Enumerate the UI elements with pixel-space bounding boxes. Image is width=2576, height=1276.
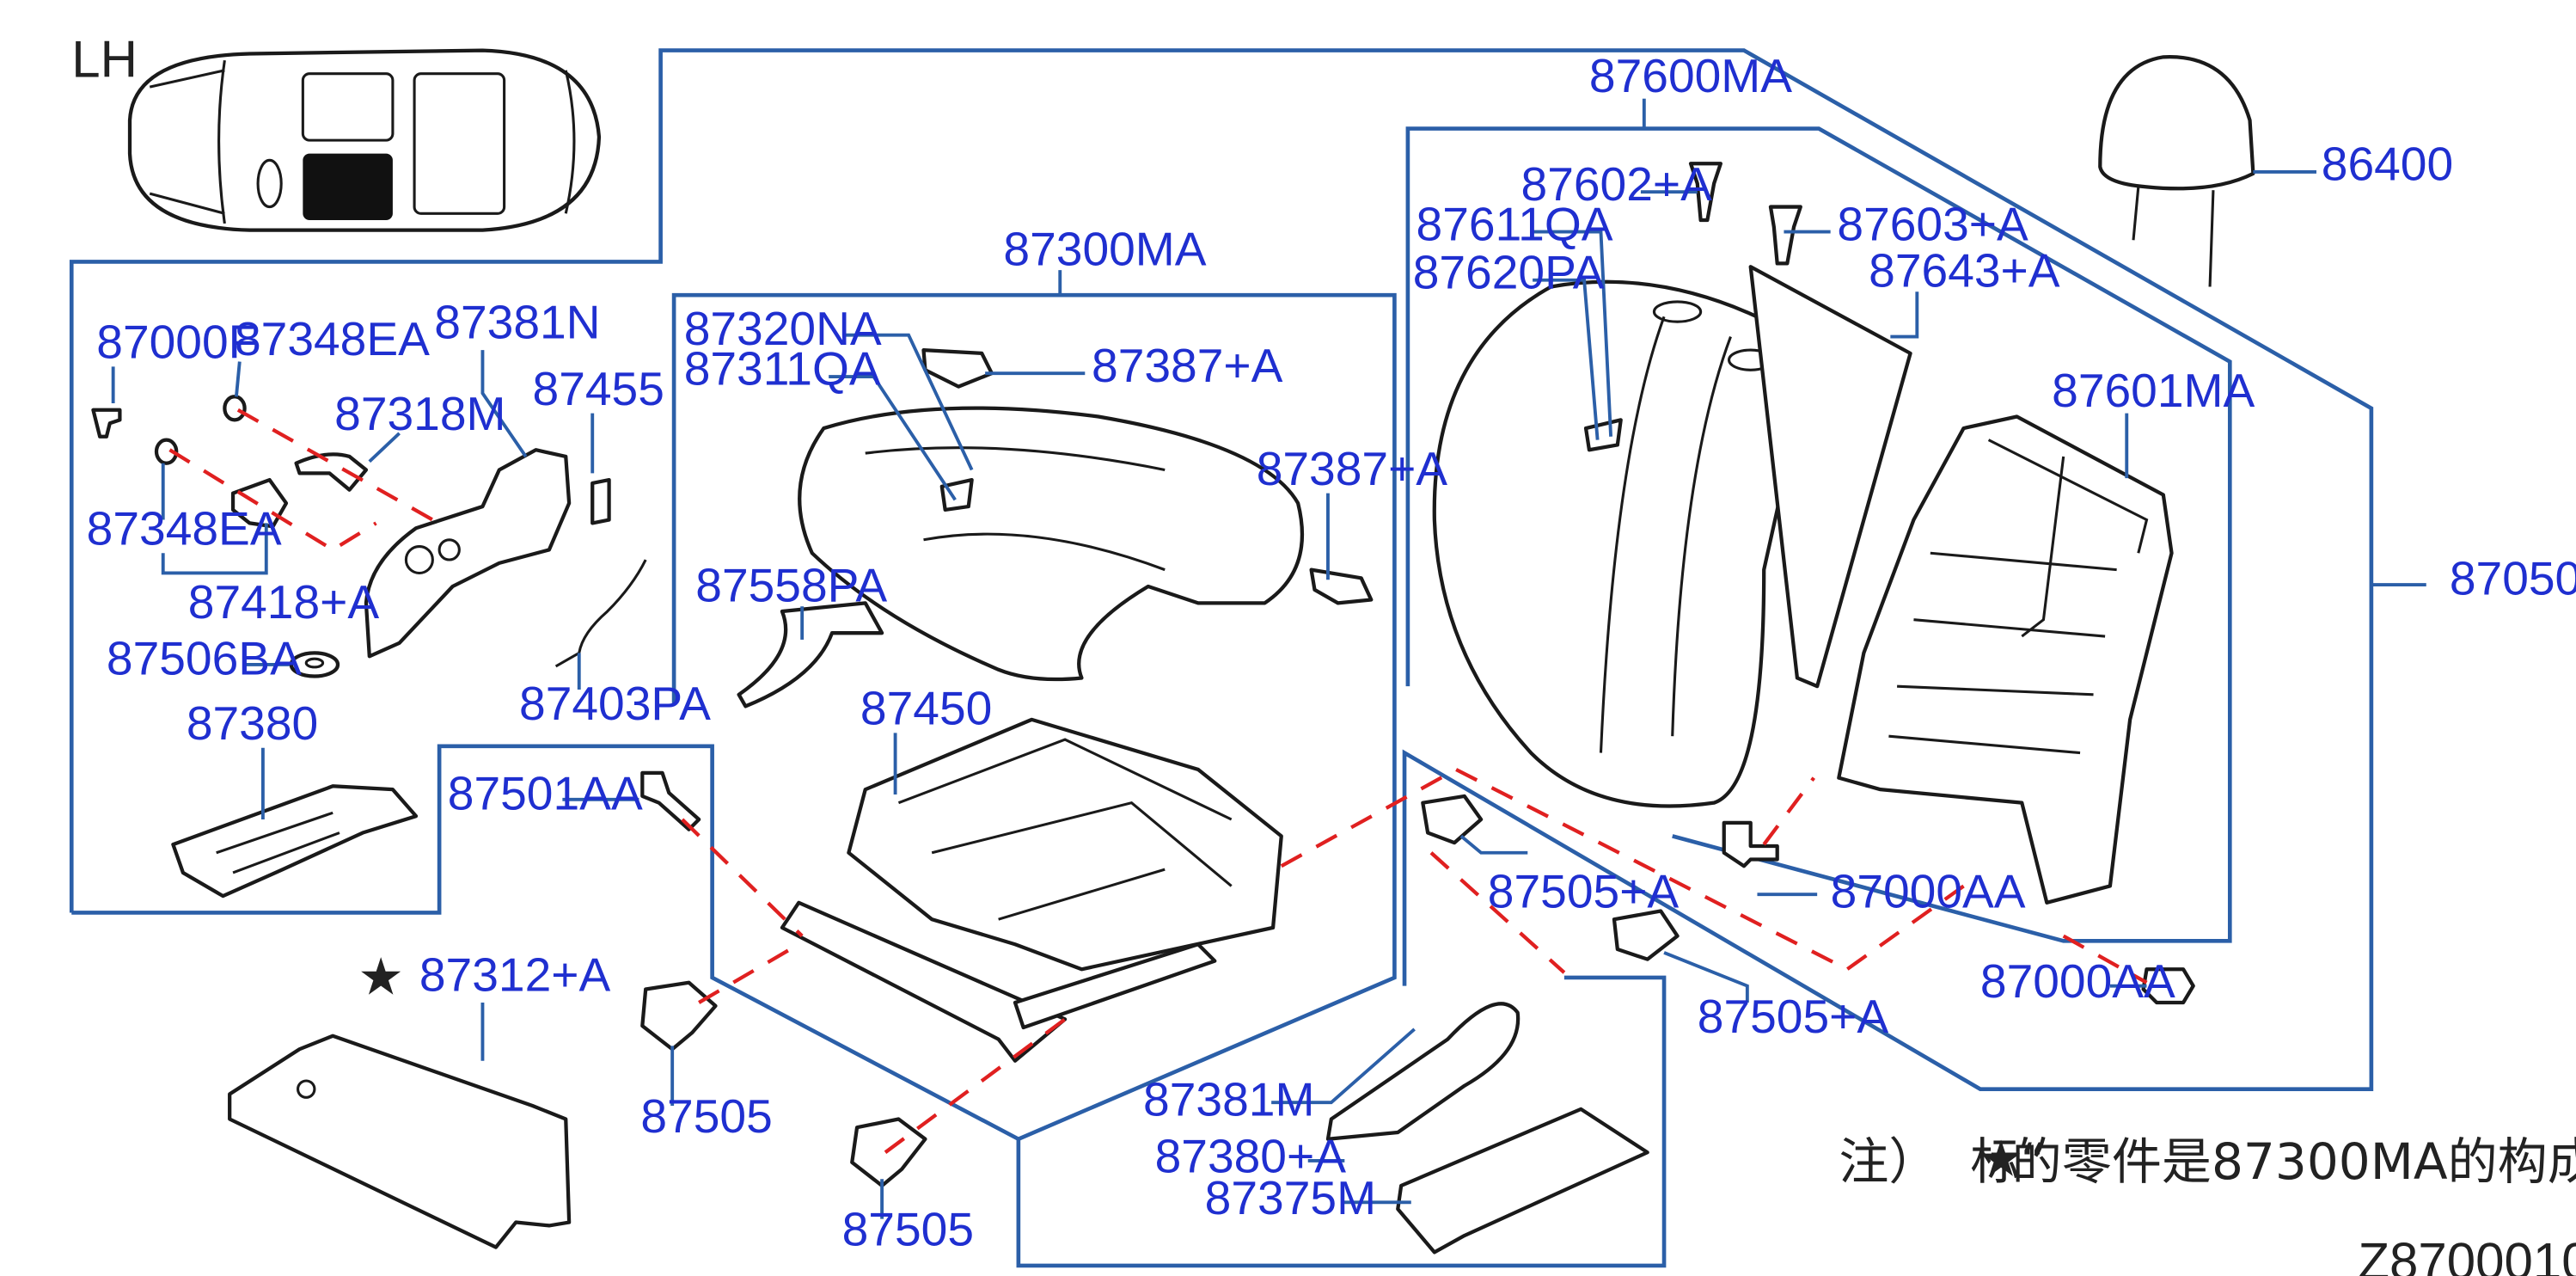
label-87000aa-1: 87000AA	[1831, 865, 2026, 918]
group-frames	[69, 48, 2374, 1268]
label-87348ea-2: 87348EA	[87, 502, 282, 555]
label-87312a: 87312+A	[419, 948, 611, 1001]
label-87403pa: 87403PA	[519, 677, 711, 730]
label-87000aa-2: 87000AA	[1980, 954, 2175, 1008]
part-87312a-board	[228, 1034, 572, 1249]
label-87455: 87455	[533, 362, 664, 415]
label-87387a-2: 87387+A	[1257, 442, 1448, 495]
part-87600ma-seatback	[1432, 265, 1912, 808]
part-87380-side-shield	[171, 784, 419, 899]
label-87620pa: 87620PA	[1413, 245, 1605, 298]
corner-tag: LH	[71, 31, 138, 89]
part-87403pa-cable	[554, 559, 647, 668]
part-87505-clip-2	[850, 1117, 927, 1188]
part-87602a-clip	[1688, 162, 1723, 223]
label-87603a: 87603+A	[1837, 197, 2028, 250]
footnote: 注） 标“ ★ 的零件是87300MA的构成件。	[1839, 1129, 2576, 1191]
callout-labels: 87600MA 86400 87602+A 87603+A 87611QA 87…	[87, 49, 2576, 1256]
selected-seat-marker	[303, 153, 393, 221]
part-87000aa-bolt-1	[1722, 820, 1779, 868]
label-87505a-1: 87505+A	[1488, 865, 1680, 918]
part-87505a-clip-1	[1421, 794, 1484, 845]
star-marker-icon: ★	[358, 948, 404, 1005]
part-87450-cushion-frame	[780, 717, 1283, 1063]
part-87558pa-trim	[737, 601, 884, 709]
label-87600ma: 87600MA	[1589, 49, 1792, 102]
part-87505a-clip-2	[1612, 909, 1680, 961]
footnote-star-icon: ★	[1979, 1129, 2023, 1187]
label-87300ma: 87300MA	[1003, 222, 1206, 275]
label-87375m: 87375M	[1205, 1171, 1376, 1224]
label-87381m: 87381M	[1143, 1073, 1314, 1126]
label-87505a-2: 87505+A	[1698, 990, 1889, 1043]
part-87348ea-cap-1	[223, 395, 247, 422]
label-87601ma: 87601MA	[2052, 364, 2255, 417]
part-87000f-screw	[91, 408, 122, 439]
part-87601ma-back-frame	[1837, 414, 2174, 905]
assembly-dashed-lines	[168, 408, 2148, 1154]
label-87506ba: 87506BA	[107, 632, 302, 685]
label-87380: 87380	[187, 696, 318, 750]
part-87381n-side-cover	[364, 448, 572, 659]
label-87000f: 87000F	[96, 316, 257, 369]
label-87643a: 87643+A	[1869, 243, 2060, 297]
label-87050: 87050	[2450, 552, 2576, 605]
part-86400-headrest	[2098, 55, 2255, 287]
label-87381n: 87381N	[434, 296, 600, 349]
label-87318m: 87318M	[334, 387, 505, 440]
footnote-prefix: 注） 标“	[1839, 1132, 2046, 1191]
part-87000aa-bolt-2	[2141, 967, 2195, 1005]
label-87387a-1: 87387+A	[1092, 339, 1283, 392]
label-87380a: 87380+A	[1155, 1129, 1347, 1182]
part-87300ma-cushion	[798, 347, 1374, 682]
label-87320na: 87320NA	[684, 302, 882, 355]
leader-lines	[111, 98, 2426, 1219]
label-87505-2: 87505	[842, 1203, 974, 1256]
part-87505-clip-1	[640, 980, 718, 1052]
label-87558pa: 87558PA	[695, 558, 887, 611]
part-87348ea-cap-2	[154, 438, 179, 465]
part-87603a-clip	[1768, 205, 1802, 266]
part-87375m-shield	[1396, 1107, 1649, 1255]
label-87602a: 87602+A	[1521, 157, 1713, 211]
part-87455-clip	[590, 477, 611, 525]
part-87506ba-grommet	[289, 651, 340, 678]
label-87311qa: 87311QA	[684, 342, 881, 396]
label-87611qa: 87611QA	[1416, 197, 1613, 250]
label-87501aa: 87501AA	[448, 766, 643, 819]
label-87505-1: 87505	[640, 1089, 772, 1143]
footnote-text: 的零件是87300MA的构成件。	[2012, 1132, 2576, 1191]
part-87501aa-bolt	[640, 770, 701, 831]
label-87418a: 87418+A	[188, 575, 380, 629]
part-87318m-lever	[294, 452, 369, 492]
drawing-id: Z8700010	[2358, 1232, 2576, 1276]
car-top-view	[127, 48, 602, 232]
label-87450: 87450	[860, 682, 992, 735]
part-87381m-side-cover	[1325, 1002, 1521, 1141]
label-86400: 86400	[2322, 138, 2453, 191]
label-87348ea-1: 87348EA	[235, 312, 430, 365]
